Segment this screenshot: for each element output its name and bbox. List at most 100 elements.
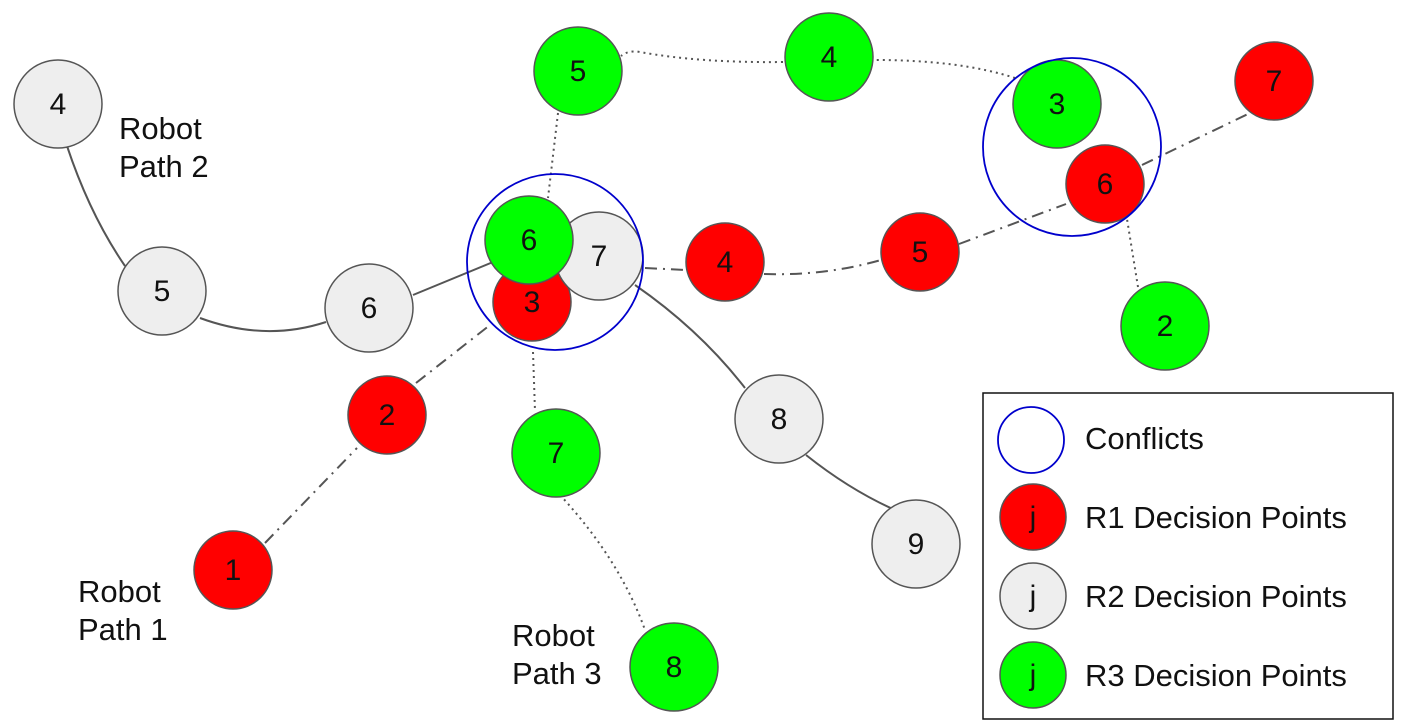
legend-r2-label: R2 Decision Points xyxy=(1085,579,1347,614)
r3-node-8-label: 8 xyxy=(666,651,683,684)
r3-node-8: 8 xyxy=(629,622,719,712)
robot-path-2-label-line2: Path 2 xyxy=(119,149,209,184)
edge-r2-5-6 xyxy=(199,317,327,333)
r3-node-6-circle xyxy=(484,195,574,285)
r3-node-6-label: 6 xyxy=(521,224,538,257)
legend-conflicts-label: Conflicts xyxy=(1085,421,1204,456)
r1-nodes: 1 2 4 5 7 xyxy=(193,41,1314,610)
r1-node-3: 3 xyxy=(492,262,572,342)
legend-item-r1: j R1 Decision Points xyxy=(999,483,1347,551)
r3-node-6: 6 xyxy=(484,195,574,285)
r2-node-9-label: 9 xyxy=(908,528,925,561)
r3-node-4-label: 4 xyxy=(821,41,838,74)
r3-node-8-circle xyxy=(629,622,719,712)
robot-path-3-label-line1: Robot xyxy=(512,618,595,653)
conflict-ring-1 xyxy=(466,173,644,351)
r2-node-4-circle xyxy=(13,59,103,149)
r2-nodes: 4 5 6 8 9 xyxy=(13,59,961,589)
legend-r1-symbol: j xyxy=(1029,501,1037,534)
legend-r3-symbol: j xyxy=(1029,659,1037,692)
r3-node-3-label: 3 xyxy=(1049,88,1066,121)
r2-node-8-circle xyxy=(734,374,824,464)
r1-node-1-label: 1 xyxy=(225,554,242,587)
r2-node-5-circle xyxy=(117,246,207,336)
edge-r1-4-5 xyxy=(763,259,882,276)
r2-node-6-circle xyxy=(324,263,414,353)
robot-path-2-label-line1: Robot xyxy=(119,111,202,146)
legend-r1-label: R1 Decision Points xyxy=(1085,500,1347,535)
r1-node-6-label: 6 xyxy=(1097,168,1114,201)
robot-path-1-label-line1: Robot xyxy=(78,574,161,609)
legend-item-r2: j R2 Decision Points xyxy=(999,562,1347,630)
legend-r3-swatch xyxy=(999,641,1067,709)
robot-path-2-edges xyxy=(66,145,896,511)
r3-node-2-label: 2 xyxy=(1157,310,1174,343)
r2-node-4: 4 xyxy=(13,59,103,149)
r1-node-4-label: 4 xyxy=(717,246,734,279)
r3-node-2-circle xyxy=(1120,281,1210,371)
edge-r1-5-6 xyxy=(958,203,1067,245)
r1-node-2: 2 xyxy=(347,375,427,455)
edge-r3-4-5 xyxy=(620,50,784,64)
r3-node-4-circle xyxy=(784,12,874,102)
r1-node-5-circle xyxy=(880,212,960,292)
robot-path-1-label-line2: Path 1 xyxy=(78,612,168,647)
robot-path-3-edges xyxy=(532,50,1139,631)
r1-node-4-circle xyxy=(685,222,765,302)
r2-node-8: 8 xyxy=(734,374,824,464)
r3-node-5-circle xyxy=(533,26,623,116)
r3-node-5-label: 5 xyxy=(570,55,587,88)
edge-r1-1-2 xyxy=(264,447,358,544)
r2-node-4-label: 4 xyxy=(50,88,67,121)
legend-conflict-swatch xyxy=(997,406,1065,474)
r1-node-2-circle xyxy=(347,375,427,455)
edge-r1-3-4 xyxy=(644,267,687,271)
edge-r3-7-8 xyxy=(559,494,646,631)
r2-node-6: 6 xyxy=(324,263,414,353)
r3-node-7-circle xyxy=(511,408,601,498)
legend-r2-swatch xyxy=(999,562,1067,630)
r1-node-5: 5 xyxy=(880,212,960,292)
r1-node-3-label: 3 xyxy=(524,286,541,319)
r1-node-1-circle xyxy=(193,530,273,610)
robot-path-3-label-line2: Path 3 xyxy=(512,656,602,691)
r2-node-6-label: 6 xyxy=(361,292,378,325)
legend-item-r3: j R3 Decision Points xyxy=(999,641,1347,709)
edge-r2-4-5 xyxy=(66,145,126,267)
legend: Conflicts j R1 Decision Points j R2 Deci… xyxy=(982,392,1394,720)
conflict-cluster-1: 3 7 6 xyxy=(466,173,644,351)
r3-node-3: 3 xyxy=(1012,59,1102,149)
r1-node-6-circle xyxy=(1065,144,1145,224)
r1-node-6: 6 xyxy=(1065,144,1145,224)
r1-node-1: 1 xyxy=(193,530,273,610)
edge-r2-8-9 xyxy=(805,454,896,511)
edge-r3-5-6 xyxy=(547,112,559,199)
r2-node-7-label: 7 xyxy=(591,240,608,273)
r3-node-5: 5 xyxy=(533,26,623,116)
r1-node-4: 4 xyxy=(685,222,765,302)
r1-node-7-circle xyxy=(1234,41,1314,121)
r3-nodes: 2 4 5 7 8 xyxy=(511,12,1210,712)
r2-node-9: 9 xyxy=(871,499,961,589)
legend-item-conflicts: Conflicts xyxy=(997,406,1204,474)
conflict-ring-2 xyxy=(982,57,1162,237)
edge-r3-6-7 xyxy=(532,351,536,412)
edge-r3-3-4 xyxy=(874,59,1016,79)
r2-node-8-label: 8 xyxy=(771,403,788,436)
r3-node-4: 4 xyxy=(784,12,874,102)
edge-r1-2-3 xyxy=(415,324,491,384)
r1-node-5-label: 5 xyxy=(912,236,929,269)
legend-r1-swatch xyxy=(999,483,1067,551)
r2-node-9-circle xyxy=(871,499,961,589)
r3-node-7: 7 xyxy=(511,408,601,498)
r1-node-7-label: 7 xyxy=(1266,65,1283,98)
legend-r2-symbol: j xyxy=(1029,580,1037,613)
legend-r3-label: R3 Decision Points xyxy=(1085,658,1347,693)
r1-node-2-label: 2 xyxy=(379,399,396,432)
r1-node-7: 7 xyxy=(1234,41,1314,121)
r2-node-5: 5 xyxy=(117,246,207,336)
r2-node-5-label: 5 xyxy=(154,275,171,308)
edge-r2-7-8 xyxy=(634,284,746,389)
r3-node-7-label: 7 xyxy=(548,437,565,470)
